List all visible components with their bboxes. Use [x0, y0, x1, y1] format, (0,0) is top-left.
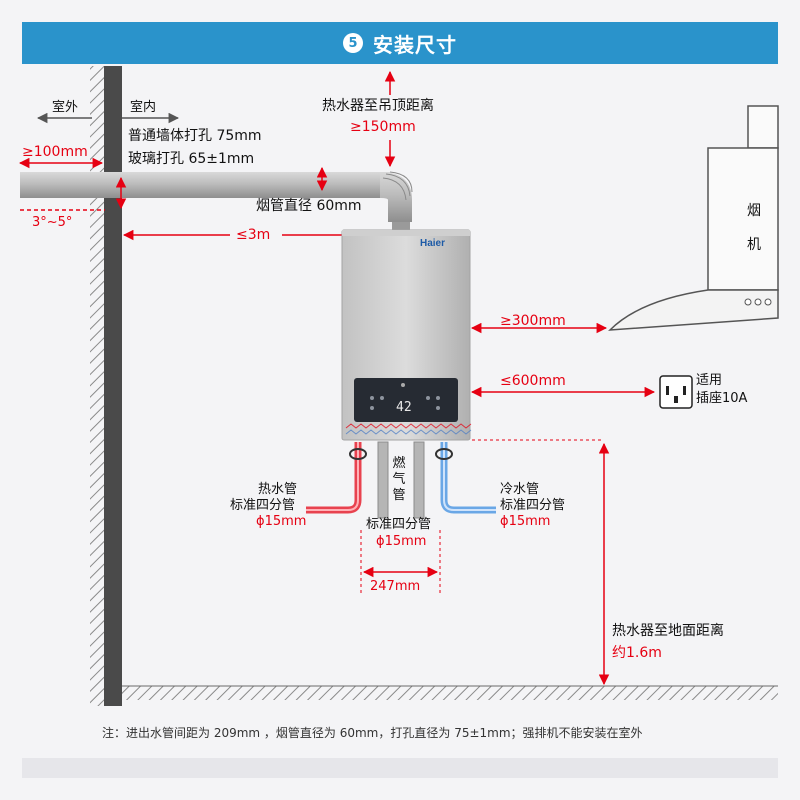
- flue-length-label: ≤3m: [236, 227, 271, 243]
- range-hood-text-2: 机: [747, 237, 761, 253]
- section-title: 安装尺寸: [373, 32, 457, 57]
- step-number-badge: 5: [343, 33, 363, 53]
- flue-collar: [392, 222, 410, 230]
- hot-pipe-label-2: 标准四分管: [230, 498, 296, 513]
- ceiling-distance-value: ≥150mm: [350, 119, 416, 135]
- pipe-span-label: 247mm: [370, 579, 421, 594]
- outdoor-length-label: ≥100mm: [22, 144, 88, 160]
- range-hood-text-1: 烟: [747, 203, 761, 219]
- hot-pipe-label-1: 热水管: [258, 482, 298, 497]
- cold-pipe-label-1: 冷水管: [500, 482, 540, 497]
- power-socket-icon: [659, 375, 693, 409]
- floor-distance-title: 热水器至地面距离: [612, 623, 724, 639]
- socket-label-2: 插座10A: [696, 391, 748, 406]
- glass-hole-label: 玻璃打孔 65±1mm: [128, 151, 255, 167]
- socket-distance-label: ≤600mm: [500, 373, 566, 389]
- panel-display: 42: [396, 400, 412, 415]
- gas-pipe: [377, 441, 389, 519]
- flue-diameter-label: 烟管直径 60mm: [256, 198, 362, 214]
- gas-pipe-label-2: 标准四分管: [366, 517, 432, 532]
- hood-distance-label: ≥300mm: [500, 313, 566, 329]
- flue-elbow: [380, 172, 412, 222]
- outdoor-label: 室外: [52, 100, 79, 115]
- range-hood: [608, 105, 779, 331]
- indoor-label: 室内: [130, 100, 157, 115]
- footnote: 注：进出水管间距为 209mm ，烟管直径为 60mm，打孔直径为 75±1mm…: [102, 726, 643, 740]
- hot-pipe-label-3: ϕ15mm: [256, 514, 307, 529]
- cold-pipe-label-3: ϕ15mm: [500, 514, 551, 529]
- section-banner: 5 安装尺寸: [22, 22, 778, 64]
- floor-hatch: [122, 686, 778, 700]
- wall-hole-label: 普通墙体打孔 75mm: [128, 128, 262, 144]
- floor-distance-value: 约1.6m: [612, 645, 662, 661]
- slope-label: 3°~5°: [32, 215, 73, 230]
- cold-pipe-label-2: 标准四分管: [500, 498, 566, 513]
- wall-hatch: [90, 66, 104, 706]
- ceiling-distance-title: 热水器至吊顶距离: [322, 98, 434, 114]
- gas-pipe-vertical-label: 燃气管: [392, 456, 406, 503]
- wall: [104, 66, 122, 706]
- gas-pipe-label-3: ϕ15mm: [376, 534, 427, 549]
- flue-pipe-horizontal: [20, 172, 390, 198]
- control-panel: [354, 378, 458, 422]
- socket-label-1: 适用: [696, 373, 723, 388]
- bottom-strip: [22, 758, 778, 778]
- brand-logo: Haier: [420, 238, 445, 249]
- heater-decor: [345, 423, 472, 435]
